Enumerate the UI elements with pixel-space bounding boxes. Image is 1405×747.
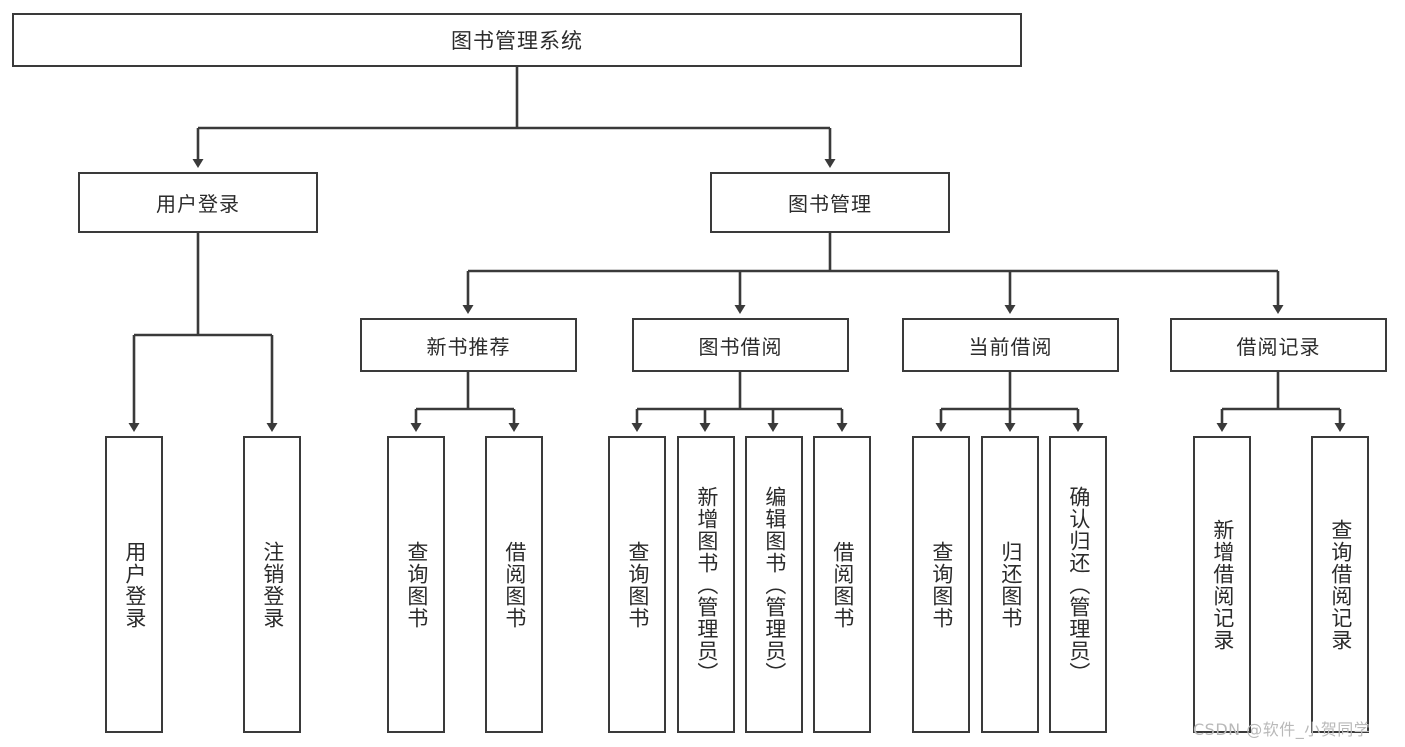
leaf-label: 编辑图书（管理员） <box>762 485 787 684</box>
node-current-borrow[interactable]: 当前借阅 <box>902 318 1119 372</box>
node-user-login[interactable]: 用户登录 <box>78 172 318 233</box>
leaf-label: 注销登录 <box>260 540 285 629</box>
node-label: 当前借阅 <box>968 334 1053 359</box>
leaf-query-book-borrow[interactable]: 查询图书 <box>608 436 666 733</box>
leaf-label: 查询图书 <box>625 540 650 629</box>
leaf-label: 用户登录 <box>122 540 147 629</box>
node-label: 借阅记录 <box>1236 334 1321 359</box>
node-label: 图书借阅 <box>698 334 783 359</box>
leaf-query-book-recommend[interactable]: 查询图书 <box>387 436 445 733</box>
leaf-label: 确认归还（管理员） <box>1066 485 1091 684</box>
leaf-add-borrow-record[interactable]: 新增借阅记录 <box>1193 436 1251 733</box>
leaf-logout[interactable]: 注销登录 <box>243 436 301 733</box>
node-book-management[interactable]: 图书管理 <box>710 172 950 233</box>
leaf-label: 归还图书 <box>998 540 1023 629</box>
node-label: 新书推荐 <box>426 334 511 359</box>
leaf-borrow-book[interactable]: 借阅图书 <box>813 436 871 733</box>
leaf-borrow-book-recommend[interactable]: 借阅图书 <box>485 436 543 733</box>
leaf-query-book-current[interactable]: 查询图书 <box>912 436 970 733</box>
node-root-system[interactable]: 图书管理系统 <box>12 13 1022 67</box>
leaf-label: 查询图书 <box>929 540 954 629</box>
leaf-label: 新增借阅记录 <box>1210 518 1235 651</box>
leaf-label: 查询借阅记录 <box>1328 518 1353 651</box>
node-label: 用户登录 <box>156 192 240 216</box>
leaf-label: 借阅图书 <box>502 540 527 629</box>
node-label: 图书管理 <box>788 192 872 216</box>
leaf-query-borrow-record[interactable]: 查询借阅记录 <box>1311 436 1369 733</box>
leaf-edit-book-admin[interactable]: 编辑图书（管理员） <box>745 436 803 733</box>
node-new-book-recommend[interactable]: 新书推荐 <box>360 318 577 372</box>
leaf-label: 查询图书 <box>404 540 429 629</box>
leaf-label: 借阅图书 <box>830 540 855 629</box>
leaf-return-book[interactable]: 归还图书 <box>981 436 1039 733</box>
leaf-add-book-admin[interactable]: 新增图书（管理员） <box>677 436 735 733</box>
leaf-label: 新增图书（管理员） <box>694 485 719 684</box>
node-book-borrow[interactable]: 图书借阅 <box>632 318 849 372</box>
node-label: 图书管理系统 <box>451 29 583 53</box>
node-borrow-record[interactable]: 借阅记录 <box>1170 318 1387 372</box>
leaf-confirm-return-admin[interactable]: 确认归还（管理员） <box>1049 436 1107 733</box>
leaf-user-login[interactable]: 用户登录 <box>105 436 163 733</box>
